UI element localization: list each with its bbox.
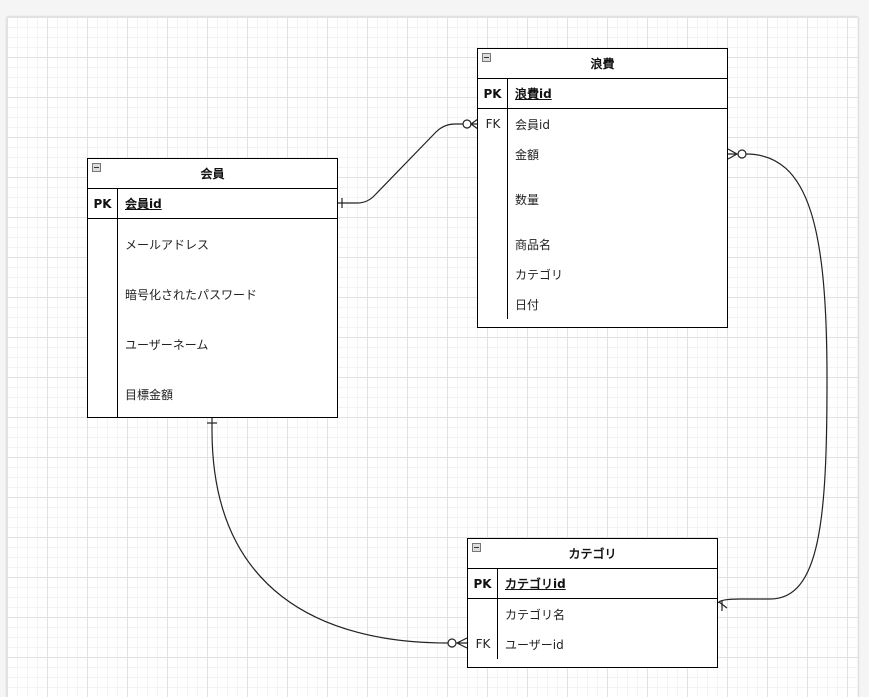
minus-box-icon[interactable] <box>472 543 481 552</box>
attribute-row[interactable]: 数量 <box>478 189 727 209</box>
minus-box-icon[interactable] <box>92 163 101 172</box>
cardinality-many-mark <box>455 637 468 649</box>
connector-line <box>717 153 828 604</box>
entity-category[interactable]: カテゴリ PK カテゴリid カテゴリ名 FK ユーザーid <box>467 538 718 668</box>
connector-line <box>338 123 463 204</box>
entity-title[interactable]: 会員 <box>88 159 337 189</box>
attribute-name: ユーザーネーム <box>125 337 209 352</box>
attribute-name: ユーザーid <box>505 637 564 652</box>
entity-rouhi[interactable]: 浪費 PK 浪費id FK 会員id 金額 数量 商品名 カテゴリ 日付 <box>477 48 728 328</box>
connector-line <box>211 418 449 644</box>
pk-name: 会員id <box>125 197 162 211</box>
attribute-row[interactable]: FK 会員id <box>478 114 727 134</box>
pk-label: PK <box>88 189 118 218</box>
attribute-name: 会員id <box>515 117 550 132</box>
attribute-name: 暗号化されたパスワード <box>125 287 258 302</box>
attribute-list: カテゴリ名 FK ユーザーid <box>468 599 717 667</box>
pk-label: PK <box>478 79 508 108</box>
attribute-name: 数量 <box>515 192 540 207</box>
attribute-name: カテゴリ <box>515 267 564 282</box>
entity-title-label: 浪費 <box>590 57 615 71</box>
minus-box-icon[interactable] <box>482 53 491 62</box>
cardinality-many-mark <box>469 118 479 130</box>
primary-key-row[interactable]: PK カテゴリid <box>468 569 717 599</box>
key-column-divider <box>497 599 498 659</box>
attribute-row[interactable]: FK ユーザーid <box>468 634 717 654</box>
entity-title[interactable]: 浪費 <box>478 49 727 79</box>
attribute-row[interactable]: ユーザーネーム <box>88 334 337 354</box>
attribute-name: 商品名 <box>515 237 552 252</box>
attribute-row[interactable]: 日付 <box>478 294 727 314</box>
primary-key-row[interactable]: PK 会員id <box>88 189 337 219</box>
key-column-divider <box>507 109 508 319</box>
entity-title[interactable]: カテゴリ <box>468 539 717 569</box>
attribute-list: FK 会員id 金額 数量 商品名 カテゴリ 日付 <box>478 109 727 327</box>
pk-name: 浪費id <box>515 87 552 101</box>
entity-title-label: 会員 <box>200 167 225 181</box>
entity-kaiin[interactable]: 会員 PK 会員id メールアドレス 暗号化されたパスワード ユーザーネーム 目… <box>87 158 338 418</box>
pk-label: PK <box>468 569 498 598</box>
primary-key-row[interactable]: PK 浪費id <box>478 79 727 109</box>
pk-name: カテゴリid <box>505 577 566 591</box>
attribute-name: 金額 <box>515 147 540 162</box>
attribute-name: 日付 <box>515 297 540 312</box>
attribute-row[interactable]: カテゴリ <box>478 264 727 284</box>
attribute-list: メールアドレス 暗号化されたパスワード ユーザーネーム 目標金額 <box>88 219 337 417</box>
key-column-divider <box>117 219 118 417</box>
attribute-name: 目標金額 <box>125 387 174 402</box>
cardinality-one-mark <box>718 601 728 609</box>
cardinality-many-mark <box>727 148 739 160</box>
entity-title-label: カテゴリ <box>568 547 617 561</box>
attribute-row[interactable]: 金額 <box>478 144 727 164</box>
attribute-key: FK <box>475 637 491 651</box>
attribute-row[interactable]: カテゴリ名 <box>468 604 717 624</box>
attribute-row[interactable]: メールアドレス <box>88 234 337 254</box>
attribute-row[interactable]: 暗号化されたパスワード <box>88 284 337 304</box>
attribute-row[interactable]: 目標金額 <box>88 384 337 404</box>
attribute-key: FK <box>485 117 501 131</box>
attribute-name: メールアドレス <box>125 237 210 252</box>
attribute-name: カテゴリ名 <box>505 607 566 622</box>
attribute-row[interactable]: 商品名 <box>478 234 727 254</box>
